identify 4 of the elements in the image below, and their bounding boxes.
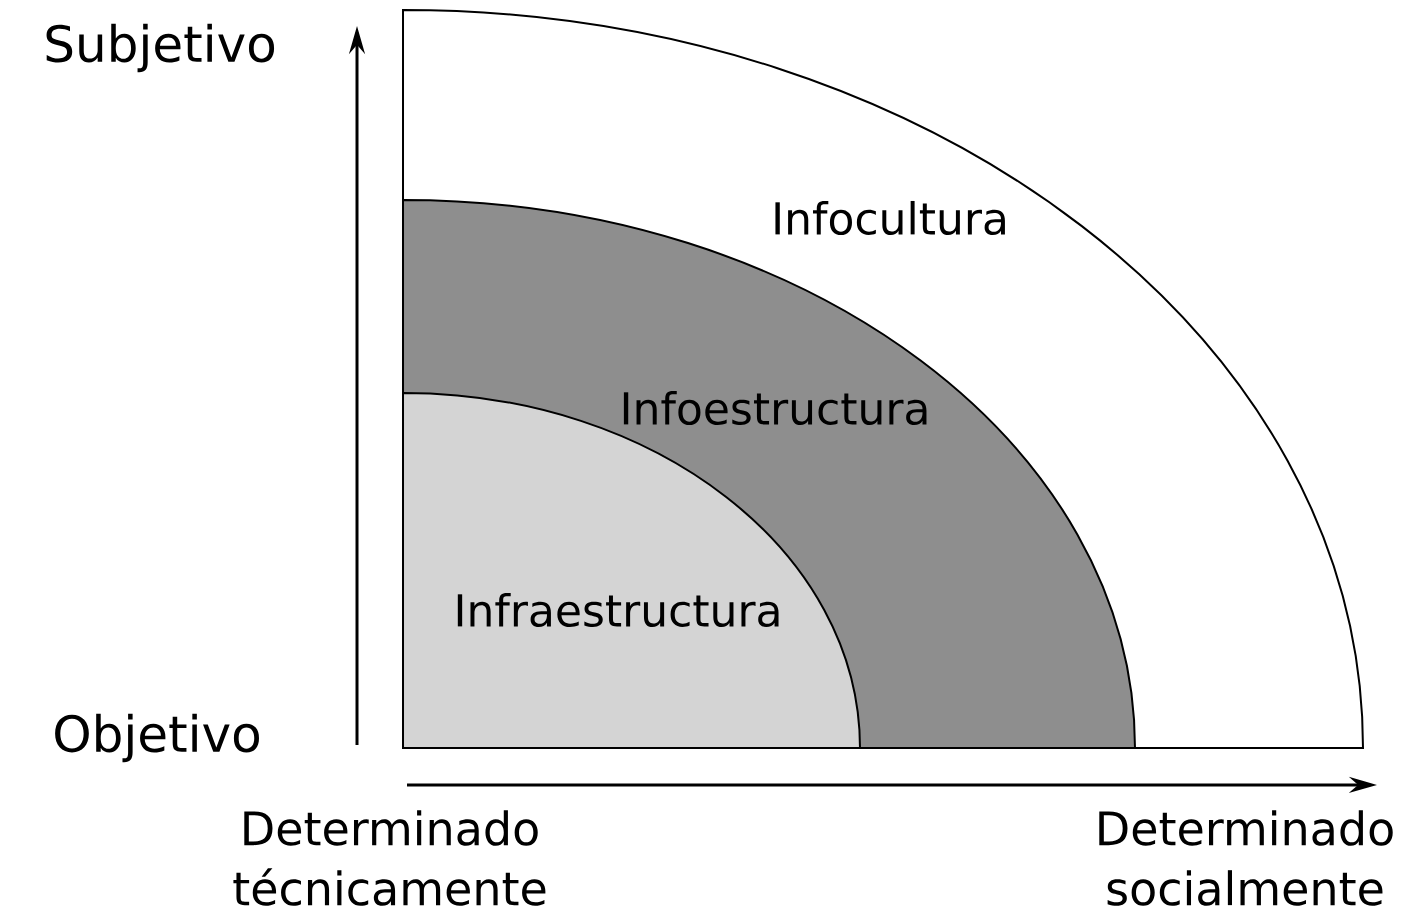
axis-label: Subjetivo (46, 23, 275, 73)
axis-label: Determinado socialmente (1099, 810, 1393, 906)
axis-label: Objetivo (55, 713, 259, 763)
axis-label: Determinado técnicamente (233, 810, 546, 906)
